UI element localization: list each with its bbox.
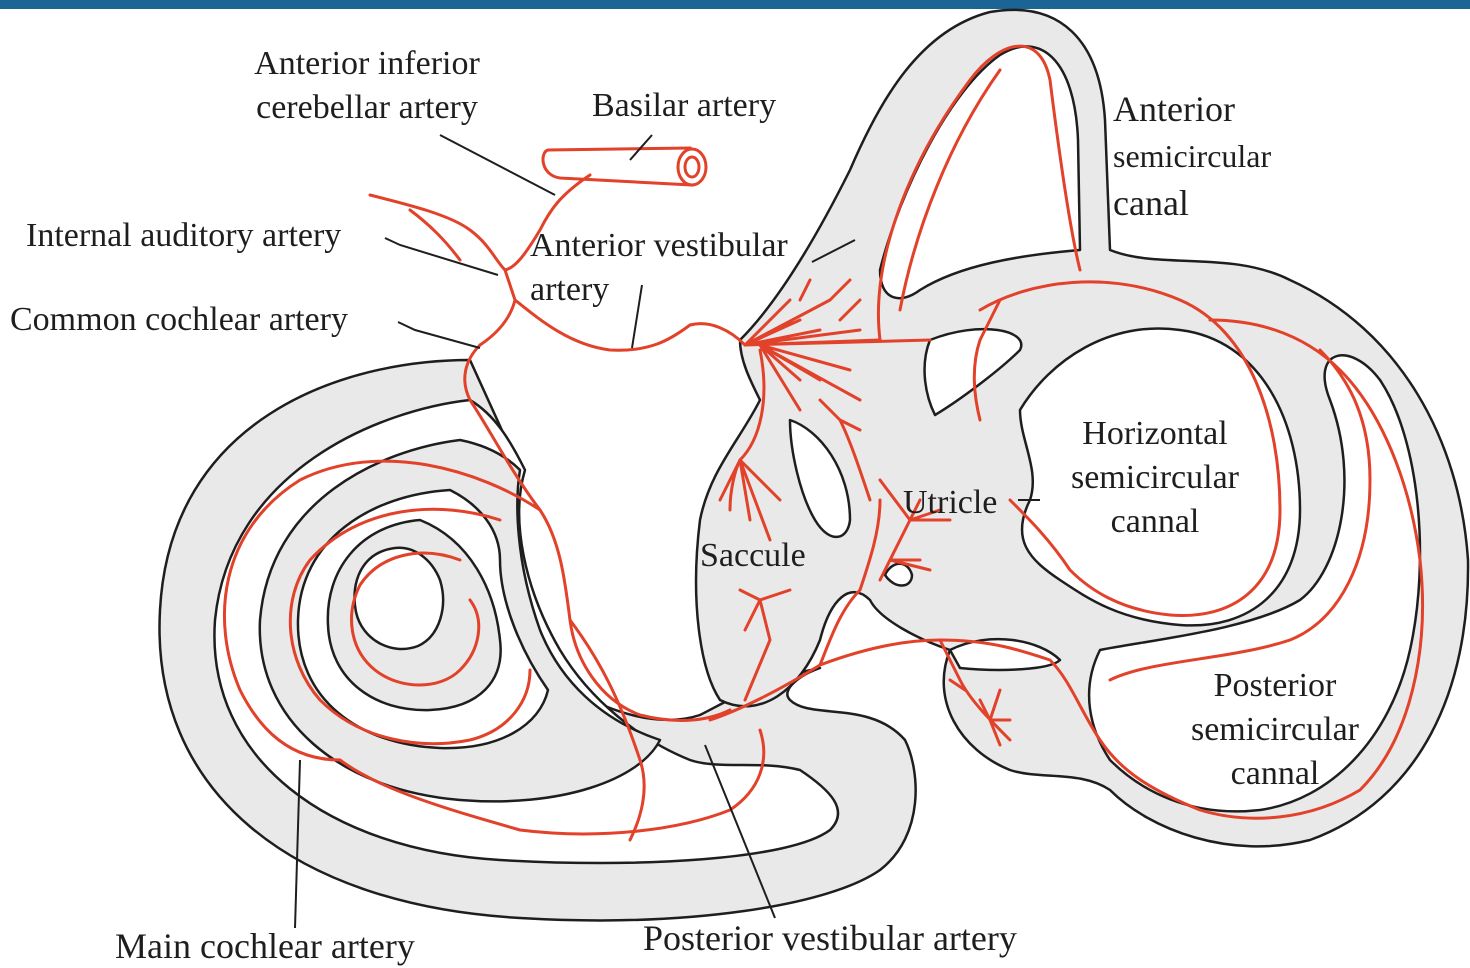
- label-anterior-canal-line3: canal: [1113, 178, 1271, 228]
- label-basilar-line1: Basilar artery: [592, 84, 776, 128]
- label-basilar: Basilar artery: [592, 84, 776, 128]
- label-internal-auditory: Internal auditory artery: [26, 214, 341, 258]
- label-main-cochlear: Main cochlear artery: [115, 924, 415, 968]
- aica-small-branch: [410, 210, 460, 260]
- basilar-artery-tube: [543, 148, 706, 185]
- label-anterior-canal-line2: semicircular: [1113, 134, 1271, 178]
- label-horizontal-canal-line1: Horizontal: [1055, 412, 1255, 456]
- label-main-cochlear-line1: Main cochlear artery: [115, 924, 415, 968]
- label-saccule-line1: Saccule: [700, 534, 806, 578]
- label-posterior-vestibular-line1: Posterior vestibular artery: [643, 916, 1017, 960]
- label-posterior-canal: Posterior semicircular cannal: [1165, 664, 1385, 796]
- cochlea-apex-hole: [355, 548, 444, 649]
- label-saccule: Saccule: [700, 534, 806, 578]
- label-anterior-canal-line1: Anterior: [1113, 84, 1271, 134]
- label-posterior-canal-line1: Posterior: [1165, 664, 1385, 708]
- label-horizontal-canal-line2: semicircular: [1055, 456, 1255, 500]
- label-common-cochlear: Common cochlear artery: [10, 298, 348, 342]
- label-anterior-vestibular: Anterior vestibular artery: [530, 224, 788, 312]
- label-anterior-canal: Anterior semicircular canal: [1113, 84, 1271, 228]
- label-posterior-vestibular: Posterior vestibular artery: [643, 916, 1017, 960]
- label-aica: Anterior inferior cerebellar artery: [232, 42, 502, 130]
- label-anterior-vestibular-line2: artery: [530, 268, 788, 312]
- label-aica-line2: cerebellar artery: [232, 86, 502, 130]
- label-posterior-canal-line3: cannal: [1165, 752, 1385, 796]
- label-utricle: Utricle: [903, 481, 997, 525]
- internal-auditory-artery-path: [370, 195, 515, 345]
- label-common-cochlear-line1: Common cochlear artery: [10, 298, 348, 342]
- label-horizontal-canal-line3: cannal: [1055, 500, 1255, 544]
- label-internal-auditory-line1: Internal auditory artery: [26, 214, 341, 258]
- label-horizontal-canal: Horizontal semicircular cannal: [1055, 412, 1255, 544]
- label-posterior-canal-line2: semicircular: [1165, 708, 1385, 752]
- label-utricle-line1: Utricle: [903, 481, 997, 525]
- label-anterior-vestibular-line1: Anterior vestibular: [530, 224, 788, 268]
- label-aica-line1: Anterior inferior: [232, 42, 502, 86]
